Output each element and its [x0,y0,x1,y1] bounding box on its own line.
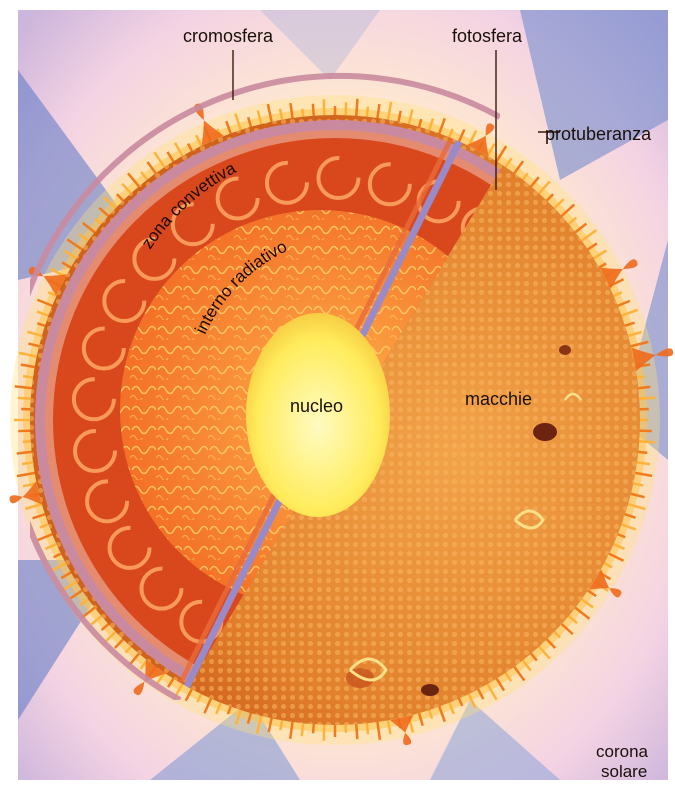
rim-spike [18,398,33,399]
label-cromosfera: cromosfera [183,26,274,46]
label-macchie: macchie [465,389,532,409]
rim-spike [637,441,655,442]
rim-spike [313,104,314,118]
rim-spike [356,99,357,118]
rim-spike [17,452,34,454]
label-solare: solare [601,762,647,781]
label-fotosfera: fotosfera [452,26,523,46]
rim-spike [324,723,325,741]
rim-spike [324,99,325,117]
label-corona: corona [596,742,649,761]
rim-spike [636,387,650,388]
label-nucleo: nucleo [290,396,343,416]
label-protuberanza: protuberanza [545,124,652,144]
rim-spike [356,722,357,739]
rim-spike [637,398,655,399]
rim-spike [346,102,347,117]
rim-spike [302,721,304,736]
